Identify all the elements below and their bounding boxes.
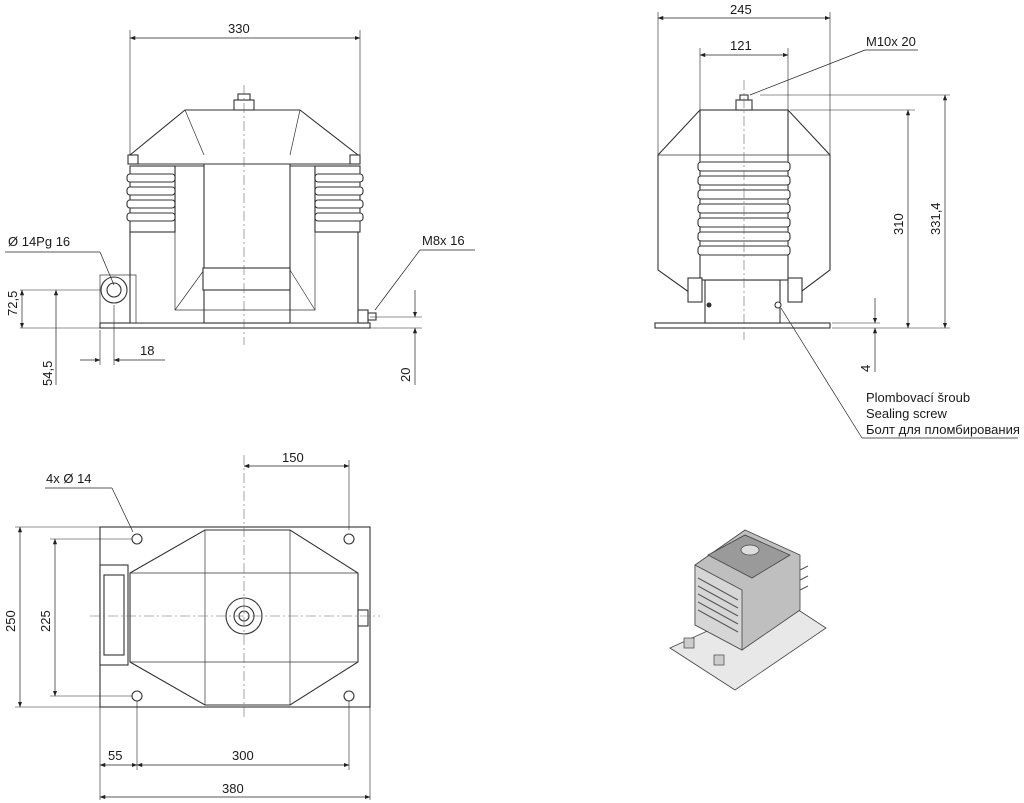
sealing-note-cz: Plombovací šroub: [866, 390, 970, 405]
dim-330: 330: [228, 21, 250, 36]
front-dimensions: 330 Ø 14Pg 16 M8x 16 72,5 54,5 18 20: [5, 21, 475, 386]
dim-18: 18: [140, 343, 154, 358]
sealing-note-en: Sealing screw: [866, 406, 948, 421]
isometric-view: [669, 529, 827, 691]
label-cable-gland: Ø 14Pg 16: [8, 234, 70, 249]
label-ground-screw: M8x 16: [422, 233, 465, 248]
plan-dimensions: 150 4x Ø 14 250 225 55 300 380: [3, 450, 371, 800]
label-holes: 4x Ø 14: [46, 471, 92, 486]
label-terminal-thread: M10x 20: [866, 34, 916, 49]
dim-250: 250: [3, 610, 18, 632]
side-view: [654, 80, 831, 340]
dim-4: 4: [858, 365, 873, 372]
plan-view: [90, 455, 380, 720]
dim-55: 55: [108, 748, 122, 763]
dim-310: 310: [891, 213, 906, 235]
dim-380: 380: [222, 781, 244, 796]
right-fins: [314, 165, 364, 233]
dim-72-5: 72,5: [5, 291, 20, 316]
sealing-note-ru: Болт для пломбирования: [866, 422, 1020, 437]
dim-300: 300: [232, 748, 254, 763]
side-dimensions: 245 121 M10x 20 310 331,4 4 Plombovací š…: [657, 2, 1020, 439]
dim-245: 245: [730, 2, 752, 17]
dim-54-5: 54,5: [40, 361, 55, 386]
dim-331-4: 331,4: [928, 202, 943, 235]
left-fins: [126, 165, 176, 233]
dim-225: 225: [38, 610, 53, 632]
dim-20: 20: [398, 368, 413, 382]
dim-121: 121: [730, 38, 752, 53]
dim-150: 150: [282, 450, 304, 465]
front-view: [99, 85, 377, 345]
iso-fins: [697, 565, 809, 633]
